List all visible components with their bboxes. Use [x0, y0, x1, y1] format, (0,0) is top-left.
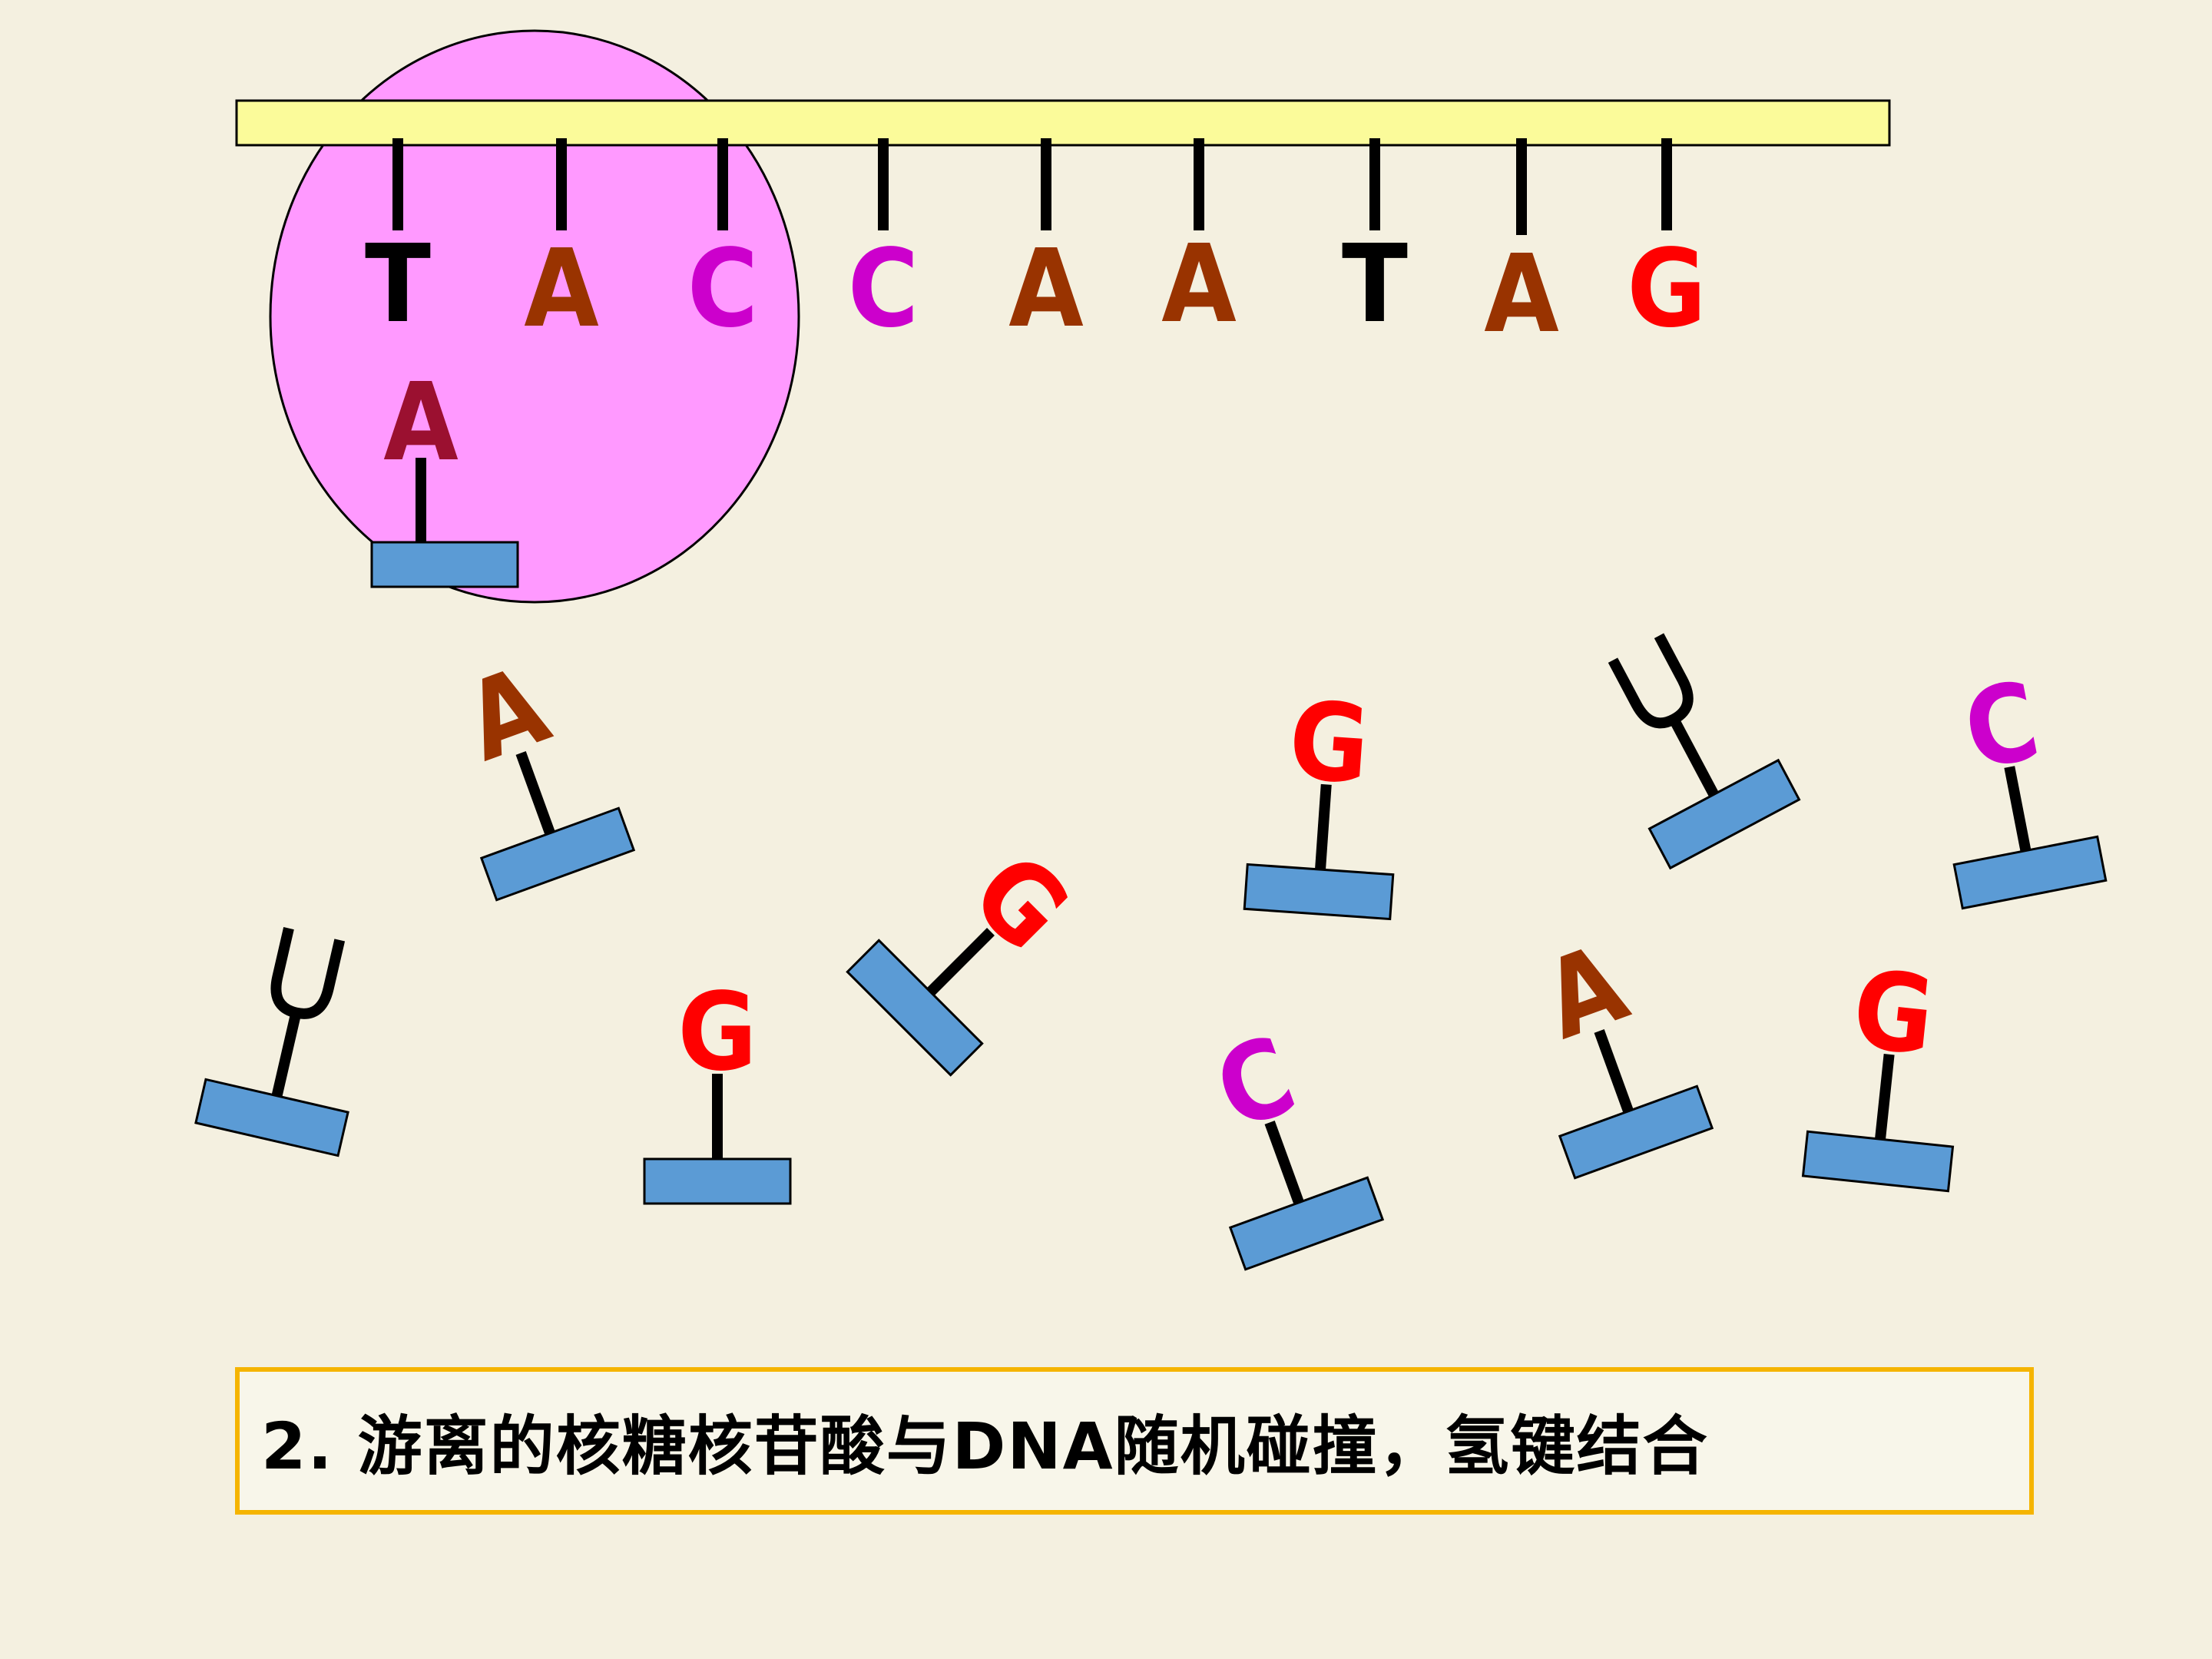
base-letter: G — [677, 970, 757, 1095]
template-base-letter: A — [1161, 222, 1236, 347]
free-nucleotide: A — [1528, 921, 1714, 1180]
sugar-phosphate-block — [1647, 758, 1801, 870]
free-nucleotide: U — [1589, 607, 1801, 870]
base-letter: C — [1955, 658, 2048, 795]
base-letter: U — [1589, 607, 1717, 754]
sugar-phosphate-block — [1952, 835, 2108, 910]
template-base-letter: C — [687, 227, 758, 352]
free-nucleotide: A — [450, 643, 636, 902]
base-stalk — [2004, 766, 2032, 852]
base-stalk — [271, 1012, 302, 1098]
base-letter: A — [450, 643, 563, 786]
base-stalk — [515, 751, 555, 836]
base-letter: A — [1528, 921, 1641, 1065]
sugar-phosphate-block — [194, 1078, 349, 1157]
base-letter: G — [1285, 678, 1373, 809]
sugar-phosphate-block — [1558, 1084, 1714, 1180]
free-nucleotide: G — [643, 970, 792, 1205]
base-stalk — [1315, 783, 1332, 870]
bound-nucleotide-group: A — [370, 360, 519, 588]
base-u-shape — [270, 927, 346, 1019]
base-stalk — [1594, 1029, 1634, 1114]
free-nucleotide: U — [194, 927, 349, 1157]
bound-sugar-phosphate-block — [370, 541, 519, 588]
base-stalk — [1669, 717, 1719, 797]
template-base-letter: C — [848, 227, 919, 352]
template-base-letter: G — [1627, 227, 1706, 352]
template-base-letter: A — [1484, 232, 1558, 357]
sugar-phosphate-block — [1228, 1176, 1385, 1271]
sugar-phosphate-block — [1243, 863, 1395, 921]
template-base-letter: T — [365, 222, 431, 347]
template-base-letter: A — [524, 227, 598, 352]
free-nucleotide: G — [1243, 678, 1395, 921]
base-letter: G — [1847, 947, 1939, 1080]
base-stalk — [1264, 1121, 1304, 1205]
template-base-letter: A — [1008, 227, 1083, 352]
base-letter: C — [1201, 1013, 1311, 1155]
base-stalk — [1875, 1054, 1895, 1140]
base-u-shape — [1608, 633, 1694, 729]
template-base-letter: T — [1342, 222, 1408, 347]
bound-base-letter: A — [383, 360, 458, 485]
free-nucleotide: G — [846, 830, 1092, 1077]
free-nucleotide: C — [1952, 658, 2108, 910]
dna-template-strand — [235, 99, 1891, 147]
caption-box: 2. 游离的核糖核苷酸与DNA随机碰撞，氢键结合 — [235, 1367, 2034, 1515]
sugar-phosphate-block — [479, 806, 636, 902]
free-nucleotide: G — [1801, 947, 1955, 1193]
caption-text: 2. 游离的核糖核苷酸与DNA随机碰撞，氢键结合 — [261, 1408, 1709, 1484]
base-stalk — [926, 928, 995, 996]
sugar-phosphate-block — [1801, 1130, 1955, 1193]
sugar-phosphate-block — [643, 1157, 792, 1205]
free-nucleotide: C — [1201, 1013, 1385, 1271]
